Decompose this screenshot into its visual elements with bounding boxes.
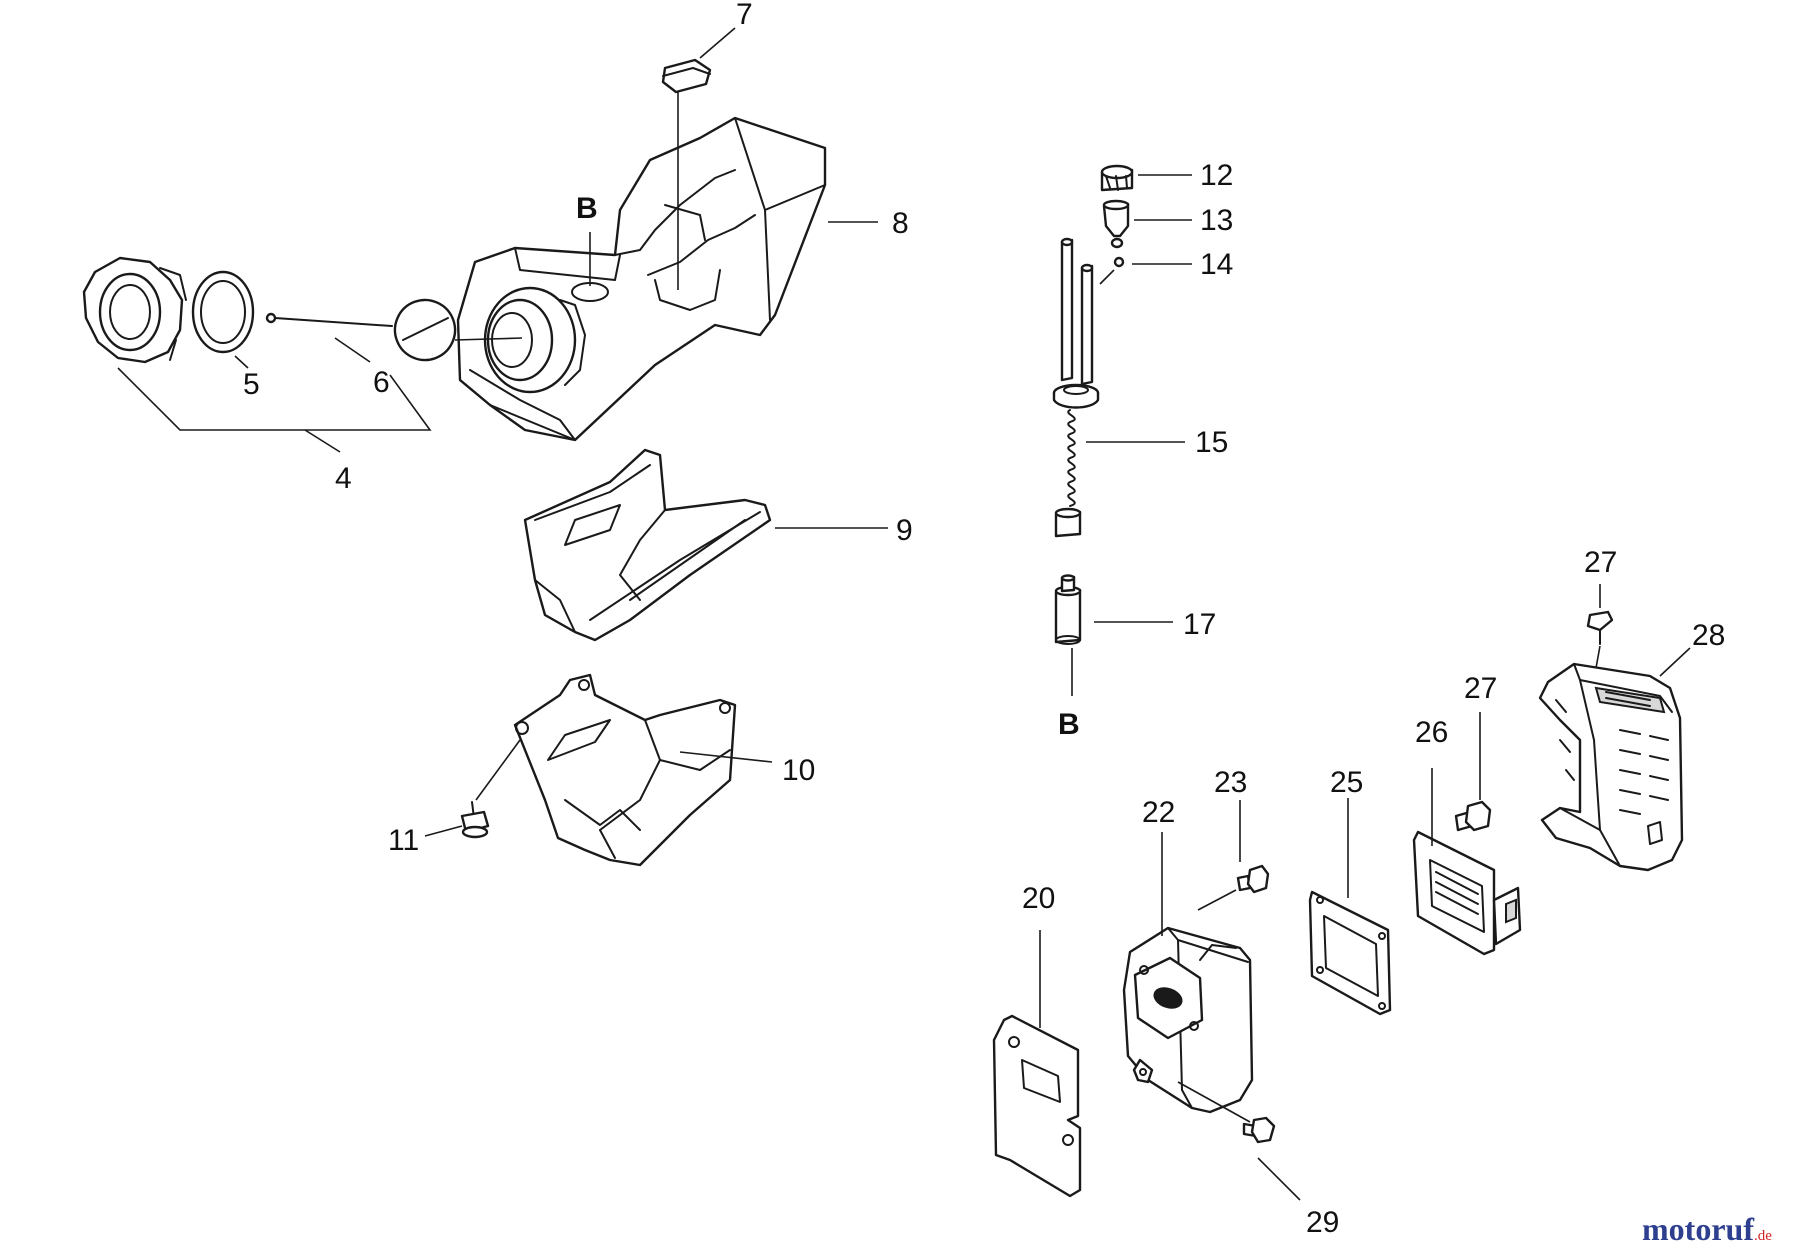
reference-b-tank: B bbox=[576, 192, 598, 225]
muffler-bolt-lower-part bbox=[1242, 1116, 1276, 1144]
muffler-cover-part bbox=[1538, 662, 1684, 872]
muffler-bolt-upper-part bbox=[1236, 864, 1270, 894]
callout-23: 23 bbox=[1214, 766, 1247, 799]
callout-5: 5 bbox=[243, 368, 260, 401]
cap-retainer-part bbox=[265, 298, 457, 362]
callout-6: 6 bbox=[373, 366, 390, 399]
callout-14: 14 bbox=[1200, 248, 1233, 281]
watermark-logo: motoruf.de bbox=[1642, 1211, 1772, 1247]
tank-bolt-part bbox=[460, 801, 490, 839]
o-ring-part bbox=[1113, 256, 1125, 268]
cover-screw-part bbox=[1586, 610, 1614, 645]
fuel-clip-part bbox=[1102, 199, 1130, 249]
watermark-suffix: .de bbox=[1754, 1228, 1772, 1244]
callout-10: 10 bbox=[782, 754, 815, 787]
muffler-gasket-part bbox=[992, 1014, 1082, 1198]
fuel-tank-part bbox=[456, 116, 827, 442]
callout-13: 13 bbox=[1200, 204, 1233, 237]
callout-15: 15 bbox=[1195, 426, 1228, 459]
muffler-part bbox=[1122, 926, 1254, 1114]
callout-25: 25 bbox=[1330, 766, 1363, 799]
cap-gasket-part bbox=[191, 270, 255, 354]
callout-9: 9 bbox=[896, 514, 913, 547]
callout-8: 8 bbox=[892, 207, 909, 240]
plate-screw-part bbox=[1454, 800, 1492, 832]
tank-guard-part bbox=[513, 673, 737, 867]
callout-28: 28 bbox=[1692, 619, 1725, 652]
callout-27-upper: 27 bbox=[1584, 546, 1617, 579]
fuel-vent-part bbox=[661, 58, 712, 94]
callout-11: 11 bbox=[388, 824, 419, 857]
callout-4: 4 bbox=[335, 462, 352, 495]
callout-17: 17 bbox=[1183, 608, 1216, 641]
grommet-cap-part bbox=[1100, 164, 1134, 192]
callout-22: 22 bbox=[1142, 796, 1175, 829]
callout-20: 20 bbox=[1022, 882, 1055, 915]
callout-7: 7 bbox=[736, 0, 753, 31]
fuel-filter-part bbox=[1054, 574, 1082, 645]
tank-tray-part bbox=[523, 448, 772, 642]
callout-26: 26 bbox=[1415, 716, 1448, 749]
exhaust-gasket-part bbox=[1308, 890, 1392, 1016]
reference-b-filter: B bbox=[1058, 708, 1080, 741]
callout-27-lower: 27 bbox=[1464, 672, 1497, 705]
callout-12: 12 bbox=[1200, 159, 1233, 192]
fuel-cap-part bbox=[82, 256, 187, 364]
callout-29: 29 bbox=[1306, 1206, 1339, 1239]
exhaust-plate-part bbox=[1412, 830, 1522, 956]
fuel-line-part bbox=[1052, 237, 1100, 538]
watermark-word: motoruf bbox=[1642, 1211, 1754, 1247]
